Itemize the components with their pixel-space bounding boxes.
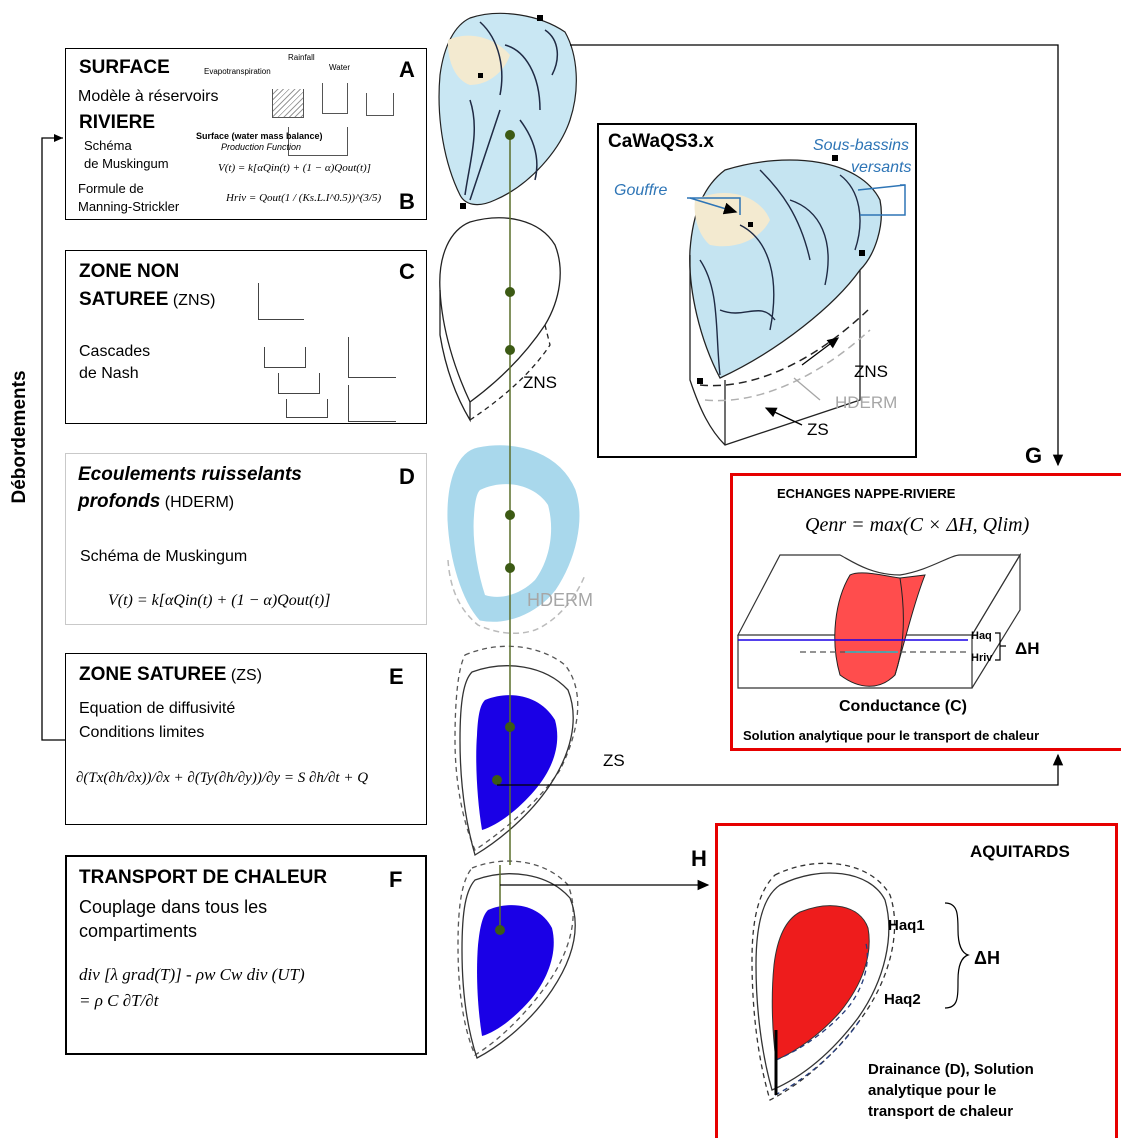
zs-layer-shape xyxy=(455,646,578,855)
haq1-label: Haq1 xyxy=(888,917,925,934)
surface-layer-shape xyxy=(439,13,576,209)
coupling-label-2: compartiments xyxy=(79,921,197,942)
heat-equation-1: div [λ grad(T)] - ρw Cw div (UT) xyxy=(79,965,305,985)
zns-title-2: SATUREE xyxy=(79,289,168,310)
manning-equation: Hriv = Qout(1 / (Ks.L.I^0.5))^(3/5) xyxy=(226,192,381,204)
muskingum-equation: V(t) = k[αQin(t) + (1 − α)Qout(t)] xyxy=(218,162,371,174)
haq2-label: Haq2 xyxy=(884,991,921,1008)
label-f: F xyxy=(389,867,402,893)
hderm-title-2: profonds xyxy=(78,491,160,512)
overflow-bracket xyxy=(42,134,68,740)
boundary-label: Conditions limites xyxy=(79,724,204,742)
zns-abbr: (ZNS) xyxy=(173,292,216,309)
cawaqs-title: CaWaQS3.x xyxy=(608,131,714,153)
label-e: E xyxy=(389,664,404,690)
water-label: Water xyxy=(329,63,350,72)
manning-label-1: Formule de xyxy=(78,181,144,196)
drainance-label-2: analytique pour le xyxy=(868,1082,996,1099)
surface-river-box: SURFACE Modèle à réservoirs RIVIERE Sché… xyxy=(65,48,427,220)
nash-label-1: Cascades xyxy=(79,343,150,361)
soil-reservoir-icon xyxy=(272,89,304,118)
label-c: C xyxy=(399,259,415,285)
label-g: G xyxy=(1025,443,1042,469)
conductance-label: Conductance (C) xyxy=(839,698,967,716)
diffusivity-label: Equation de diffusivité xyxy=(79,700,235,718)
rainfall-label: Rainfall xyxy=(288,53,315,62)
zs-title: ZONE SATUREE xyxy=(79,664,226,685)
hderm-layer-label: HDERM xyxy=(527,590,593,611)
cawaqs-hderm-label: HDERM xyxy=(835,393,897,413)
zs-layer-label: ZS xyxy=(603,751,625,771)
zns-title-1: ZONE NON xyxy=(79,261,179,283)
river-title: RIVIERE xyxy=(79,112,155,134)
surface-subtitle: Modèle à réservoirs xyxy=(78,88,219,106)
muskingum-label-1: Schéma xyxy=(84,138,132,153)
overflow-label: Débordements xyxy=(9,352,33,522)
haq-label: Haq xyxy=(971,630,992,642)
surface-balance-label: Surface (water mass balance) xyxy=(196,131,323,141)
manning-label-2: Manning-Strickler xyxy=(78,199,179,214)
hderm-title-1: Ecoulements ruisselants xyxy=(78,464,302,486)
unsaturated-zone-box: ZONE NON SATUREE (ZNS) Cascades de Nash … xyxy=(65,250,427,424)
river-exchange-title: ECHANGES NAPPE-RIVIERE xyxy=(777,486,955,501)
heat-layer-shape xyxy=(458,861,575,1058)
heat-transport-box: TRANSPORT DE CHALEUR Couplage dans tous … xyxy=(65,855,427,1055)
drainance-label-1: Drainance (D), Solution xyxy=(868,1061,1034,1078)
aquitard-dh-label: ΔH xyxy=(974,948,1000,969)
exchange-equation: Qenr = max(C × ΔH, Qlim) xyxy=(805,514,1029,537)
cawaqs-zns-label: ZNS xyxy=(854,362,888,382)
heat-equation-2: = ρ C ∂T/∂t xyxy=(79,991,158,1011)
hderm-abbr: (HDERM) xyxy=(165,494,234,511)
dh-label: ΔH xyxy=(1015,639,1040,659)
muskingum-label-2: de Muskingum xyxy=(84,156,169,171)
diffusivity-equation: ∂(Tx(∂h/∂x))/∂x + ∂(Ty(∂h/∂y))/∂y = S ∂h… xyxy=(76,770,368,787)
evapotranspiration-label: Evapotranspiration xyxy=(204,67,271,76)
zs-abbr: (ZS) xyxy=(231,667,262,684)
sub-basins-label-2: versants xyxy=(851,159,911,177)
hderm-equation: V(t) = k[αQin(t) + (1 − α)Qout(t)] xyxy=(108,592,330,610)
drainance-label-3: transport de chaleur xyxy=(868,1103,1013,1120)
label-b: B xyxy=(399,189,415,215)
aquitards-box: AQUITARDS Haq1 Haq2 ΔH Drainance (D), So… xyxy=(715,823,1118,1138)
surface-title: SURFACE xyxy=(79,57,170,79)
cawaqs-box: CaWaQS3.x Gouffre Sous-bassins versants … xyxy=(597,123,917,458)
river-exchange-box: ECHANGES NAPPE-RIVIERE Qenr = max(C × ΔH… xyxy=(730,473,1121,751)
hriv-label: Hriv xyxy=(971,652,992,664)
nash-cascade-schematic xyxy=(256,281,376,421)
production-function-label: Production Function xyxy=(221,142,301,152)
aquitards-title: AQUITARDS xyxy=(970,842,1070,862)
gouffre-label: Gouffre xyxy=(614,182,667,200)
hderm-box: Ecoulements ruisselants profonds (HDERM)… xyxy=(65,453,427,625)
coupling-label-1: Couplage dans tous les xyxy=(79,897,267,918)
label-h: H xyxy=(691,846,707,872)
reservoir-schematic: Evapotranspiration Rainfall Water xyxy=(204,53,416,123)
reservoir-icon xyxy=(322,83,348,114)
sub-basins-label-1: Sous-bassins xyxy=(813,137,909,155)
cawaqs-zs-label: ZS xyxy=(807,420,829,440)
label-d: D xyxy=(399,464,415,490)
zns-layer-label: ZNS xyxy=(523,373,557,393)
arrow-zs-to-g xyxy=(497,755,1058,785)
heat-title: TRANSPORT DE CHALEUR xyxy=(79,867,327,889)
saturated-zone-box: ZONE SATUREE (ZS) Equation de diffusivit… xyxy=(65,653,427,825)
nash-label-2: de Nash xyxy=(79,365,139,383)
analytic-solution-label: Solution analytique pour le transport de… xyxy=(743,728,1039,743)
hderm-muskingum-label: Schéma de Muskingum xyxy=(80,548,247,566)
label-a: A xyxy=(399,57,415,83)
reservoir-icon xyxy=(366,93,394,116)
